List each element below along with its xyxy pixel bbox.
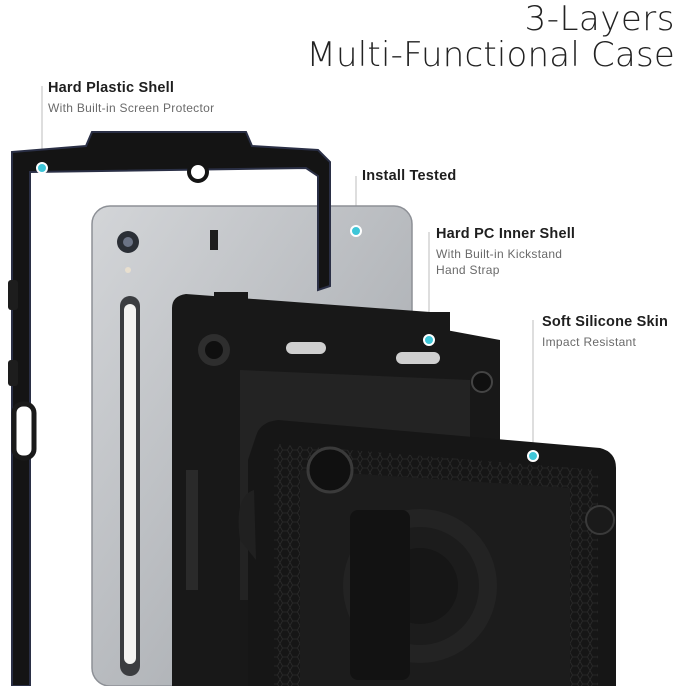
callout-subtitle: With Built-in Screen Protector xyxy=(48,101,215,115)
camera-ring-icon xyxy=(205,341,223,359)
callout-hard-pc-inner-shell: Hard PC Inner Shell With Built-in Kickst… xyxy=(436,226,575,278)
camera-cutout xyxy=(187,161,209,183)
title-line-1: 3-Layers xyxy=(524,0,675,39)
callout-install-tested: Install Tested xyxy=(362,168,456,184)
callout-subtitle: Impact Resistant xyxy=(542,335,637,349)
flash-icon xyxy=(125,267,131,273)
callout-hard-plastic-shell: Hard Plastic Shell With Built-in Screen … xyxy=(48,80,214,116)
callout-title: Hard Plastic Shell xyxy=(48,80,175,96)
title-line-2: Multi-Functional Case xyxy=(306,34,675,75)
dot-silicone xyxy=(527,450,539,462)
dot-inner-shell xyxy=(423,334,435,346)
hard-plastic-shell xyxy=(8,131,331,686)
stylus-pen xyxy=(124,304,136,664)
callout-title: Install Tested xyxy=(362,168,457,184)
dot-install xyxy=(350,225,362,237)
soft-silicone-skin xyxy=(238,420,616,686)
callout-soft-silicone-skin: Soft Silicone Skin Impact Resistant xyxy=(542,314,668,350)
callout-title: Hard PC Inner Shell xyxy=(436,226,576,242)
page-title: 3-Layers Multi-Functional Case xyxy=(306,0,676,75)
dot-hard-plastic xyxy=(36,162,48,174)
callout-title: Soft Silicone Skin xyxy=(542,314,669,330)
screw-icon xyxy=(471,371,493,393)
callout-subtitle-line: Hand Strap xyxy=(436,263,500,278)
callout-subtitle-line: With Built-in Kickstand xyxy=(436,247,563,261)
side-cutout xyxy=(11,401,37,461)
hand-strap xyxy=(350,510,410,680)
callout-subtitle: With Built-in Kickstand Hand Strap xyxy=(436,246,575,278)
accent-dots xyxy=(36,162,539,462)
